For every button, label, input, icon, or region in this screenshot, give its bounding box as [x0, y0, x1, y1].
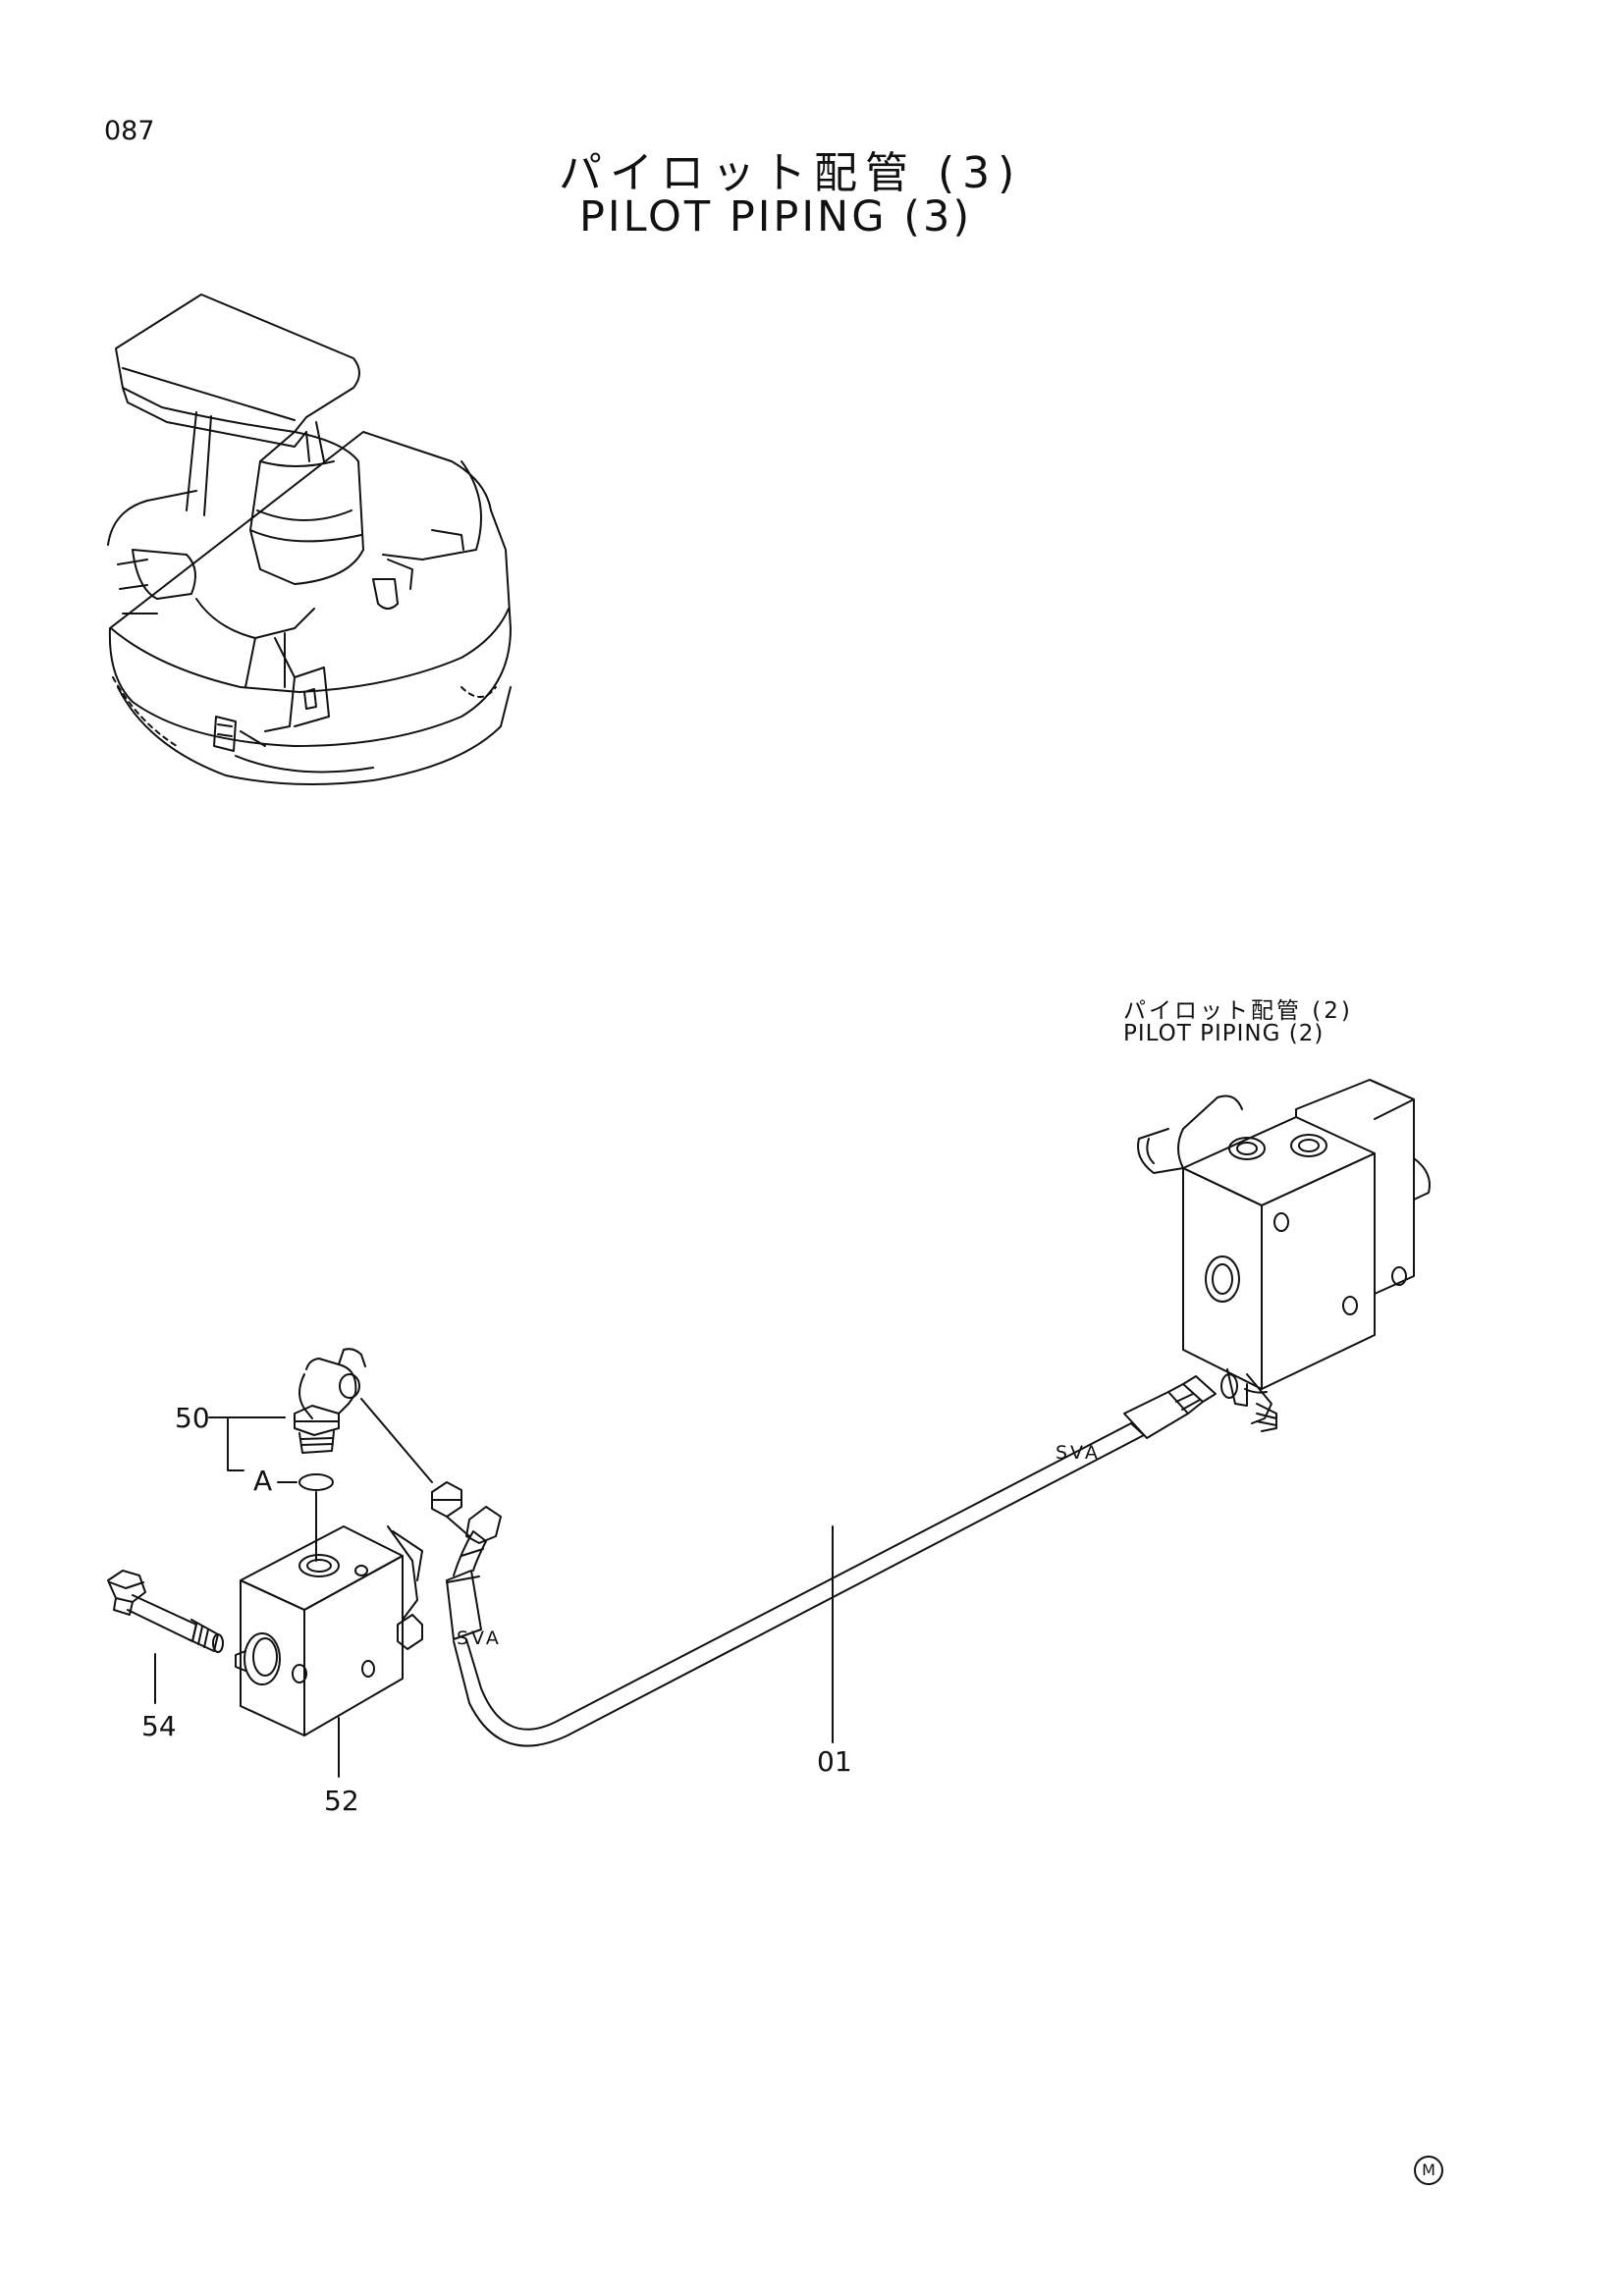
page-number: 087 — [104, 116, 155, 146]
reference-valve-block — [1137, 1079, 1431, 1432]
reference-title-japanese: パイロット配管 (2) — [1123, 998, 1353, 1024]
elbow-fitting-50 — [294, 1348, 433, 1562]
reference-title-english: PILOT PIPING (2) — [1123, 1021, 1325, 1046]
machine-overview-illustration — [107, 294, 512, 785]
hose-assembly-01 — [431, 1375, 1217, 1747]
valve-block-52 — [235, 1525, 423, 1736]
page-title-english: PILOT PIPING (3) — [579, 192, 973, 241]
page-title-japanese: パイロット配管 (3) — [559, 148, 1023, 198]
callout-50: 50 — [175, 1402, 210, 1434]
callout-01: 01 — [817, 1745, 852, 1778]
m-mark-icon: M — [1414, 2156, 1443, 2185]
callout-a: A — [253, 1465, 273, 1497]
bolt-54 — [107, 1570, 224, 1653]
hose-label-sva-block: SVA — [457, 1628, 502, 1649]
callout-52: 52 — [324, 1785, 359, 1817]
hose-label-sva-valve: SVA — [1056, 1442, 1101, 1464]
callout-54: 54 — [141, 1710, 177, 1742]
callout-leaders — [154, 1416, 834, 1778]
